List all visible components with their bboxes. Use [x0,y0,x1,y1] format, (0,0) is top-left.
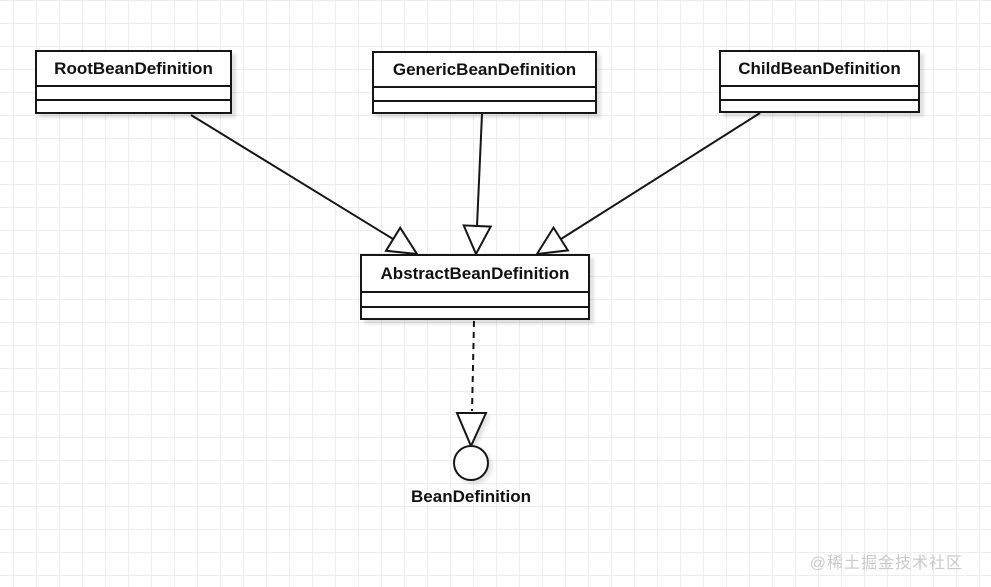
attributes-compartment [374,86,595,100]
methods-compartment [374,100,595,111]
methods-compartment [721,99,918,110]
realization-arrowhead [455,412,488,449]
generalization-arrowhead-middle [462,224,493,257]
methods-compartment [362,306,588,316]
interface-lollipop-circle [453,445,489,481]
class-node-genericbeandefinition: GenericBeanDefinition [372,51,597,114]
generalization-arrowhead-left [384,225,419,256]
interface-label-beandefinition: BeanDefinition [411,487,531,506]
edge-root-to-abstract [190,114,394,240]
edge-child-to-abstract [560,112,761,240]
generalization-arrowhead-right [535,225,570,256]
methods-compartment [37,99,230,110]
class-node-abstractbeandefinition: AbstractBeanDefinition [360,254,590,320]
attributes-compartment [721,85,918,99]
attributes-compartment [362,291,588,306]
class-title: AbstractBeanDefinition [380,263,570,283]
attributes-compartment [37,85,230,99]
class-title: RootBeanDefinition [54,58,213,78]
class-node-childbeandefinition: ChildBeanDefinition [719,50,920,113]
edge-generic-to-abstract [476,113,483,227]
watermark-text: @稀土掘金技术社区 [809,555,963,572]
edge-abstract-to-interface [471,320,475,412]
class-node-rootbeandefinition: RootBeanDefinition [35,50,232,114]
class-title: GenericBeanDefinition [392,59,577,79]
class-title: ChildBeanDefinition [738,58,901,78]
